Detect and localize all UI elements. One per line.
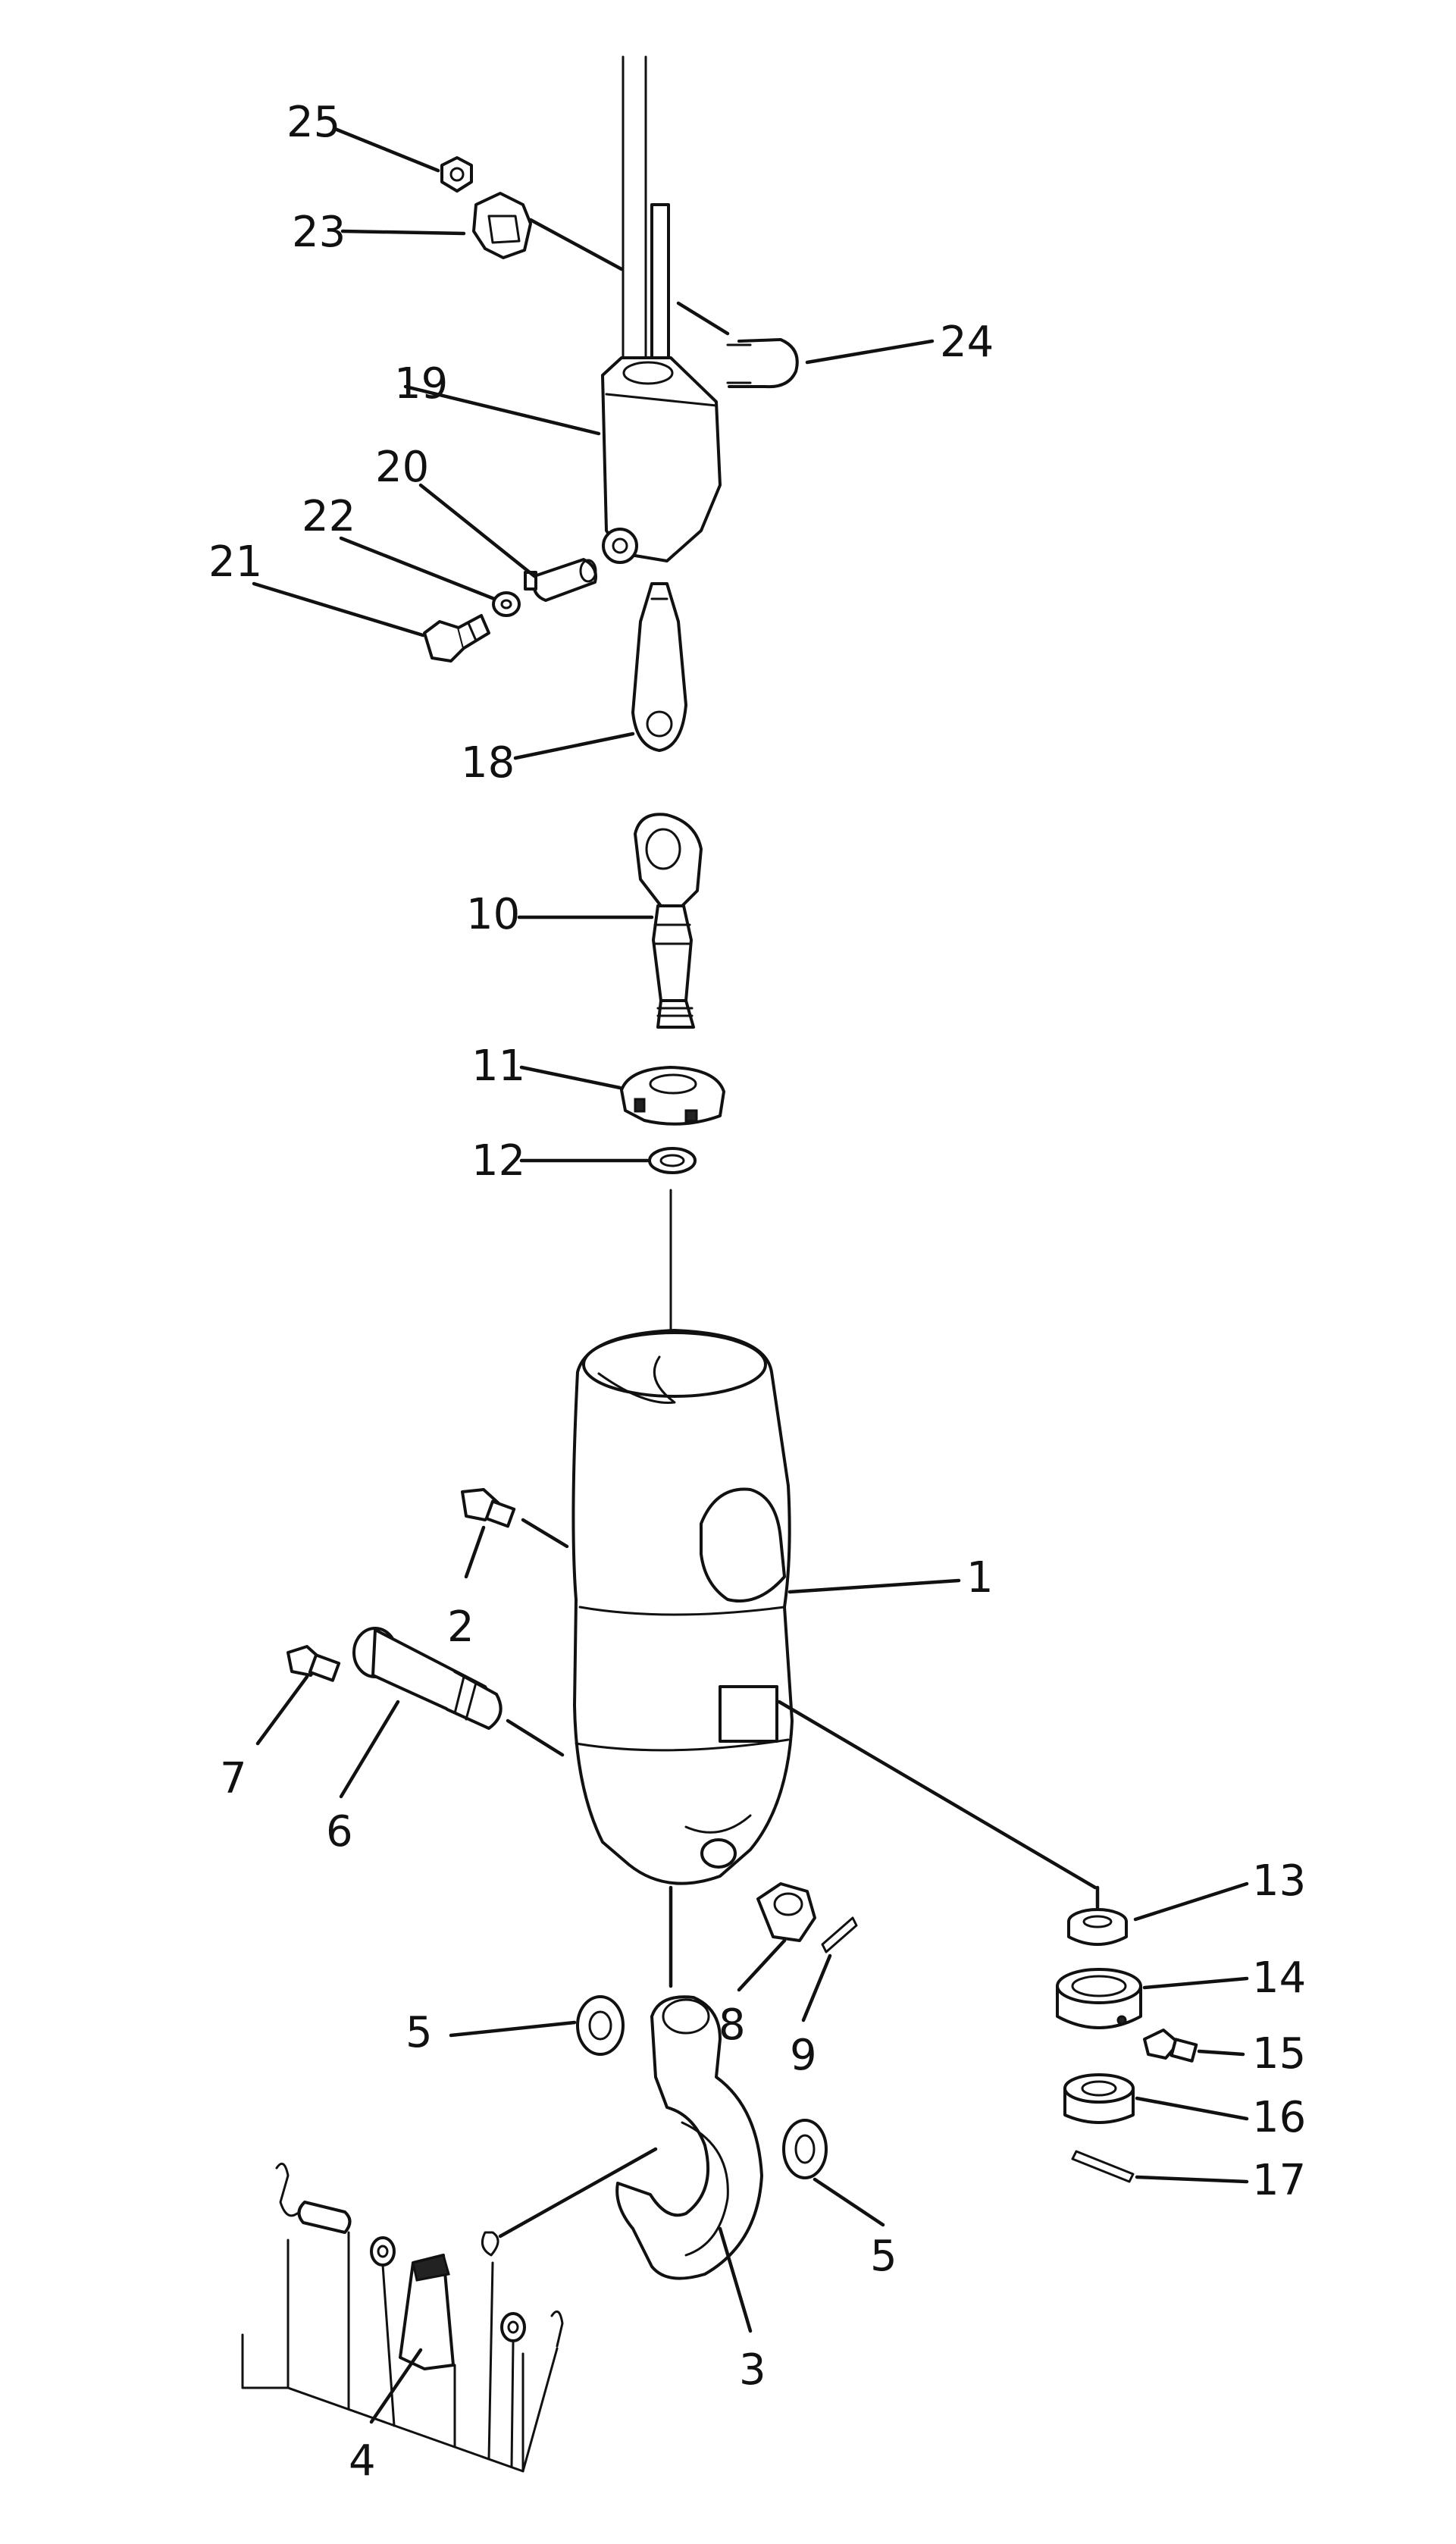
callout-4: 4 (349, 2436, 376, 2486)
pin-part-20 (524, 558, 597, 602)
washer-part-12 (648, 1147, 697, 1174)
eye-bolt-part-10 (634, 813, 703, 1029)
grease-nipple-part-2 (461, 1488, 516, 1528)
hinge-pin-part-6 (352, 1627, 503, 1730)
clevis-housing-part-19 (601, 356, 722, 564)
callout-23: 23 (292, 208, 346, 257)
callout-2: 2 (447, 1603, 474, 1652)
washer-part-5-right (782, 2119, 828, 2179)
callout-9: 9 (790, 2031, 817, 2080)
callout-22: 22 (302, 492, 355, 541)
callout-3: 3 (739, 2345, 766, 2395)
callout-14: 14 (1252, 1953, 1306, 2003)
cable-rods (622, 55, 670, 377)
nut-part-16 (1063, 2073, 1135, 2124)
leader-lines (252, 127, 1249, 2424)
callout-20: 20 (375, 443, 429, 492)
callout-5-left: 5 (405, 2008, 433, 2057)
callout-labels: 25 23 24 19 20 22 21 18 10 11 12 1 2 7 6… (208, 98, 1306, 2486)
callout-15: 15 (1252, 2029, 1306, 2079)
u-bolt-part-24 (726, 338, 799, 389)
nut-part-25 (440, 156, 473, 193)
callout-25: 25 (287, 98, 340, 147)
hook-part-3 (615, 1995, 763, 2280)
latch-assembly-part-4 (241, 2162, 564, 2473)
callout-5-right: 5 (870, 2232, 897, 2281)
bearing-washer-part-13 (1067, 1908, 1128, 1946)
cotter-pin-part-9 (821, 1916, 858, 1953)
callout-13: 13 (1252, 1856, 1306, 1906)
grease-nipple-part-15 (1143, 2029, 1198, 2063)
castle-nut-part-11 (620, 1066, 725, 1126)
callout-21: 21 (208, 537, 262, 587)
washer-part-5-left (576, 1995, 625, 2056)
callout-6: 6 (326, 1807, 353, 1856)
bolt-part-21 (423, 614, 490, 663)
rod-end-part-18 (631, 582, 687, 752)
hook-body-part-1 (571, 1329, 794, 1885)
callout-17: 17 (1252, 2156, 1306, 2205)
callout-10: 10 (466, 890, 520, 939)
callout-7: 7 (220, 1754, 247, 1803)
callout-24: 24 (940, 318, 994, 367)
cotter-pin-part-17 (1071, 2150, 1135, 2183)
callout-8: 8 (719, 2000, 746, 2050)
cable-clip-part-23 (472, 192, 532, 259)
callout-11: 11 (471, 1042, 525, 1091)
callout-16: 16 (1252, 2093, 1306, 2142)
callout-1: 1 (966, 1553, 994, 1603)
callout-18: 18 (461, 738, 515, 788)
washer-part-22 (492, 591, 521, 617)
callout-19: 19 (394, 359, 448, 409)
grease-nipple-part-7 (287, 1645, 341, 1682)
bearing-ring-part-14 (1056, 1968, 1142, 2029)
callout-12: 12 (471, 1136, 525, 1186)
nut-part-8 (756, 1882, 816, 1942)
